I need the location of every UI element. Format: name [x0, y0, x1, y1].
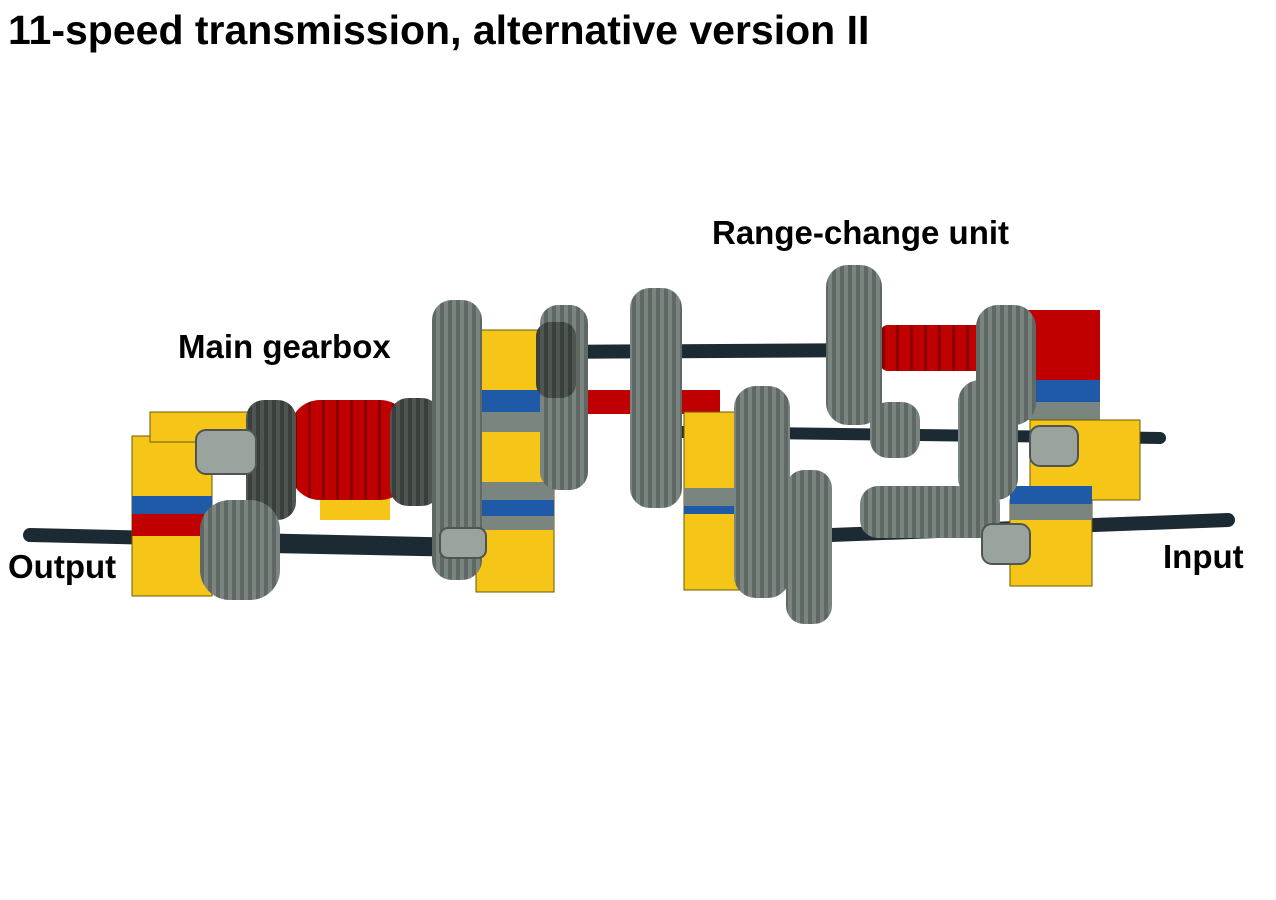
upper-axle: [533, 343, 887, 359]
bushing-range-mid: [1029, 425, 1079, 467]
gear-range-right-low: [958, 380, 1018, 500]
main-red-clutch: [290, 400, 410, 500]
red-clutch-parts: [290, 325, 990, 500]
center-gray-stripe-bottom: [476, 516, 554, 530]
gear-range-bottom-row: [860, 486, 1000, 538]
bushings: [195, 425, 1079, 565]
left-red-stripe: [132, 514, 212, 536]
gear-range-mid: [870, 402, 920, 458]
far-right-gray-lower: [1010, 504, 1092, 520]
bushing-left: [195, 429, 257, 475]
gear-main-large: [432, 300, 482, 580]
main-gearbox-label: Main gearbox: [178, 328, 391, 365]
gear-main-dark-top: [536, 322, 576, 398]
center-gray-stripe-low: [476, 482, 554, 500]
bushing-input: [981, 523, 1031, 565]
gear-range-large: [826, 265, 882, 425]
bushing-center-low: [439, 527, 487, 559]
center-blue-stripe-top: [476, 390, 554, 412]
range-change-unit-label: Range-change unit: [712, 214, 1010, 251]
output-label: Output: [8, 548, 117, 585]
far-right-blue-stripe: [1020, 380, 1100, 402]
right-center-blue-stripe: [684, 506, 740, 514]
gears: [200, 265, 1036, 624]
range-red-axle-joiner: [880, 325, 990, 371]
gear-range-lower-b: [786, 470, 832, 624]
gear-left-dark: [246, 400, 296, 520]
left-blue-stripe: [132, 496, 212, 514]
gear-range-lower-a: [734, 386, 790, 598]
diagram-title: 11-speed transmission, alternative versi…: [8, 7, 870, 53]
center-gray-stripe-mid: [476, 412, 554, 432]
center-blue-stripe-low: [476, 500, 554, 516]
far-right-blue-lower: [1010, 486, 1092, 504]
gear-center-tall: [630, 288, 682, 508]
far-right-gray-stripe: [1020, 402, 1100, 420]
gear-left-lower: [200, 500, 280, 600]
input-label: Input: [1163, 538, 1244, 575]
gear-main-dark-mid: [390, 398, 440, 506]
